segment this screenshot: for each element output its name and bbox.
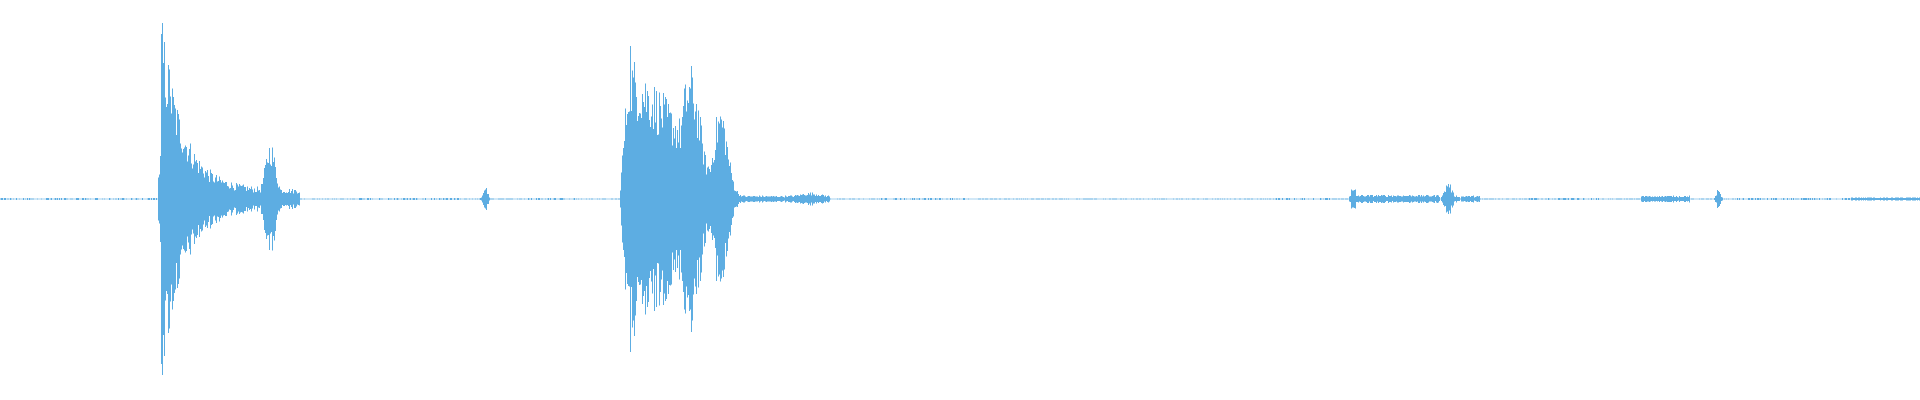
waveform-bars	[0, 22, 1920, 376]
